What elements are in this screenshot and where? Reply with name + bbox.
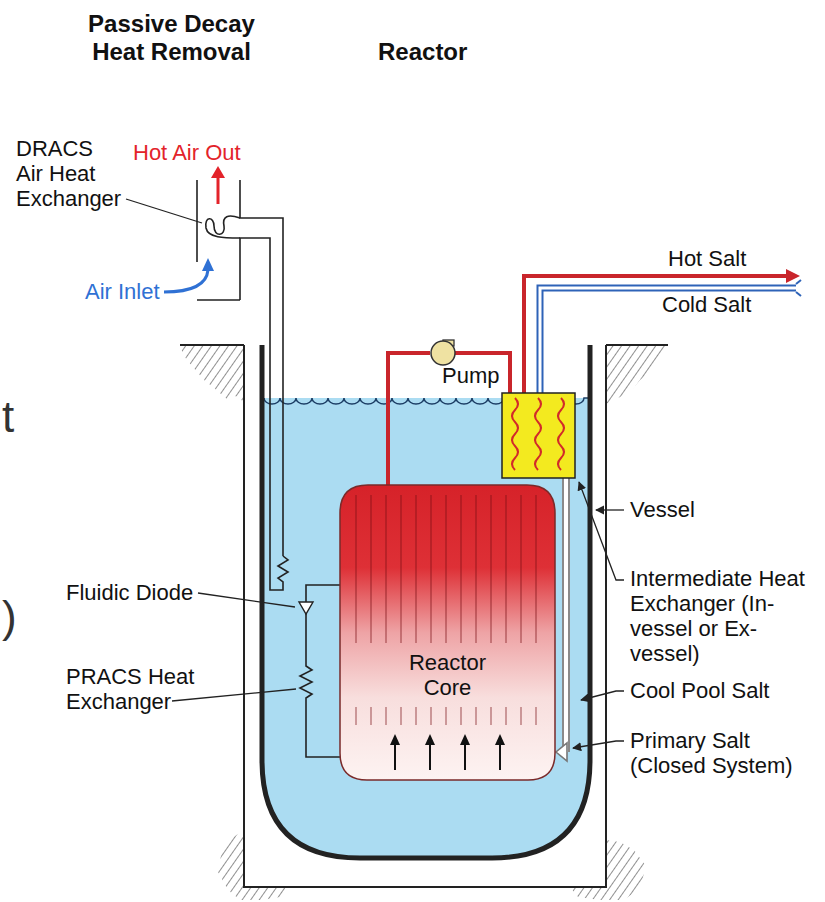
- ground-surface: [180, 344, 244, 346]
- vessel-wall: [262, 345, 590, 858]
- leader-line: [596, 509, 624, 510]
- flow-label: Hot Salt: [668, 246, 746, 271]
- air-inlet-arrow: [164, 270, 208, 292]
- heat-exchanger-coil: [558, 398, 564, 470]
- cold-salt-pipe: [540, 288, 796, 393]
- slide-text-fragment: t: [2, 392, 14, 442]
- component-label: DRACS Air Heat Exchanger: [16, 136, 123, 211]
- column-heading: Reactor: [378, 38, 467, 66]
- slide-text-fragment: ): [2, 592, 17, 642]
- reactor-core: Reactor Core: [340, 485, 555, 780]
- flow-label: Air Inlet: [85, 279, 160, 304]
- column-heading: Reactor: [378, 38, 467, 66]
- dracs-pool-coil: [270, 556, 288, 590]
- component-label: Fluidic Diode: [66, 580, 193, 605]
- flow-arrowhead: [425, 734, 435, 745]
- component-label: PRACS Heat Exchanger: [66, 664, 198, 714]
- component-label: Cool Pool Salt: [630, 678, 769, 703]
- leader-line: [126, 199, 202, 223]
- pipe-connector: [388, 353, 430, 485]
- dracs-air-coil: [206, 216, 240, 238]
- flow-arrows: [395, 743, 500, 770]
- leader-line: [573, 741, 624, 748]
- reactor-core-art: [340, 485, 555, 780]
- leader-line: [198, 593, 295, 607]
- fuel-channels: [356, 495, 536, 725]
- primary-return-arrowhead: [556, 743, 567, 761]
- component-label: PRACS Heat Exchanger: [66, 664, 198, 714]
- component-label: DRACS Air Heat Exchanger: [16, 136, 123, 211]
- ground-hatching: [180, 346, 244, 402]
- flow-label: Air Inlet: [85, 279, 160, 304]
- pit-wall: [244, 345, 606, 887]
- component-label: Vessel: [630, 497, 695, 522]
- air-inlet-arrowhead: [202, 258, 214, 271]
- component-label: Primary Salt (Closed System): [630, 728, 815, 778]
- fluidic-diode-symbol: [299, 602, 313, 614]
- column-heading: Passive Decay Heat Removal: [84, 10, 259, 66]
- pracs-loop: [300, 585, 340, 757]
- ground-hatching: [218, 830, 290, 900]
- pump-casing: [431, 341, 455, 365]
- ground-hatching: [606, 346, 668, 404]
- flow-label: Hot Salt: [668, 246, 746, 271]
- ground-hatching: [180, 345, 668, 900]
- pump-symbol: [430, 340, 456, 366]
- leader-line: [579, 482, 624, 580]
- hot-air-arrowhead: [211, 166, 225, 178]
- cold-salt-pipe-bore: [540, 288, 796, 393]
- component-label: Fluidic Diode: [66, 580, 193, 605]
- primary-return-pipe-bore: [564, 478, 568, 752]
- slide-text-fragment: t: [2, 392, 14, 442]
- component-label: Intermediate Heat Exchanger (In-vessel o…: [630, 566, 815, 666]
- flow-label: Cold Salt: [662, 292, 751, 317]
- flow-label: Hot Air Out: [133, 140, 241, 165]
- flow-label: Hot Air Out: [133, 140, 241, 165]
- component-label: Pump: [442, 363, 500, 388]
- dracs-duct: [197, 180, 283, 556]
- ground-surface: [606, 344, 668, 346]
- ground-hatching: [570, 840, 646, 900]
- flow-arrowhead: [390, 734, 400, 745]
- leader-line: [581, 691, 624, 700]
- flow-label: Cold Salt: [662, 292, 751, 317]
- hot-air-arrow: [217, 176, 220, 204]
- heat-exchanger-box: [502, 393, 575, 478]
- heat-exchanger-coil: [512, 398, 518, 470]
- cold-salt-pipe-end: [796, 280, 801, 296]
- component-label: Cool Pool Salt: [630, 678, 769, 703]
- pump-symbol: Pump: [430, 340, 500, 388]
- reactor-core-outline: [340, 485, 555, 780]
- core-fill: [340, 485, 555, 780]
- component-label: Primary Salt (Closed System): [630, 728, 815, 778]
- hot-salt-arrowhead: [786, 269, 800, 283]
- flow-arrowhead: [460, 734, 470, 745]
- component-label: Vessel: [630, 497, 695, 522]
- component-label: Intermediate Heat Exchanger (In-vessel o…: [630, 566, 815, 666]
- primary-return-pipe: [562, 478, 570, 752]
- column-heading: Passive Decay Heat Removal: [84, 10, 259, 66]
- core-label: Reactor Core: [393, 650, 503, 700]
- heat-exchanger-coil: [535, 398, 541, 470]
- reactor-core-outline: [340, 485, 555, 780]
- leader-line: [172, 689, 296, 701]
- hot-salt-pipe: [524, 276, 788, 393]
- slide-text-fragment: ): [2, 592, 17, 642]
- flow-arrowhead: [495, 734, 505, 745]
